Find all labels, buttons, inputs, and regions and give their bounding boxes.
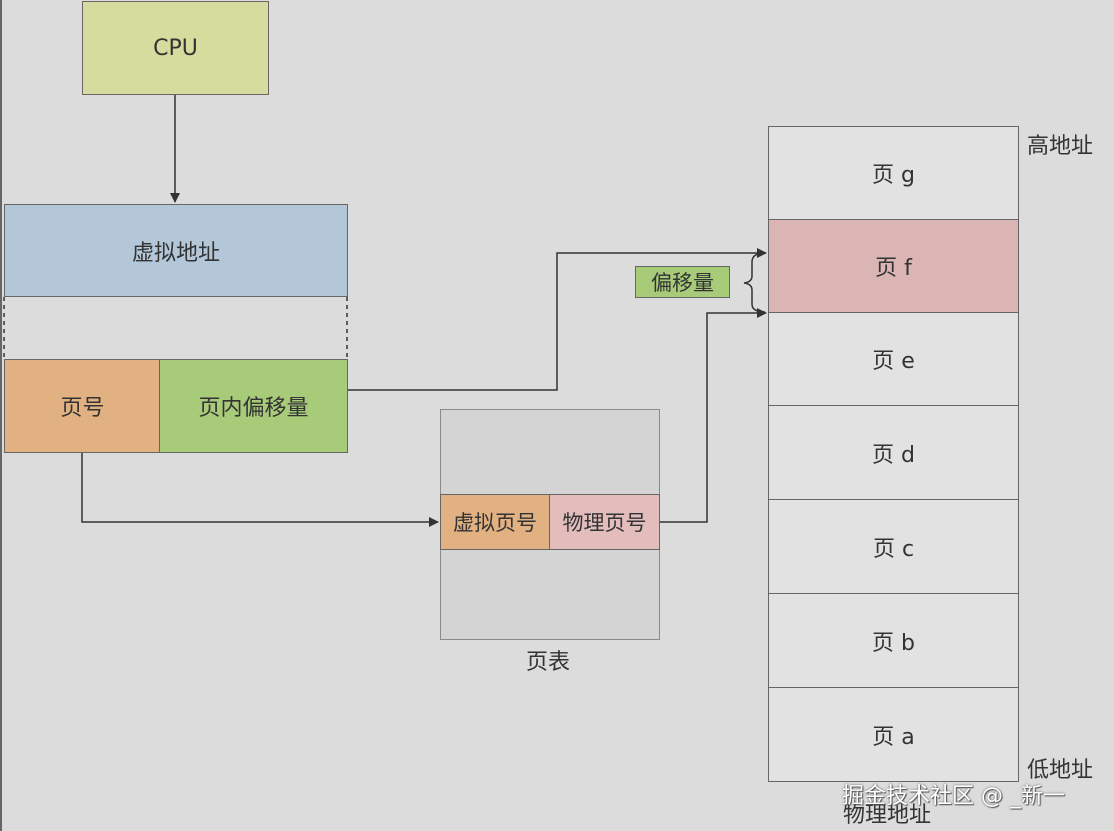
page-d-box: 页 d [768,405,1019,500]
high-address-label: 高地址 [1027,134,1094,159]
frame-edge [0,0,2,831]
page-offset-label: 页内偏移量 [198,396,309,421]
page-table-virtual-page-cell: 虚拟页号 [440,494,550,550]
watermark-text: 掘金技术社区 @ _新一 [842,784,1065,809]
page-number-label: 页号 [60,396,105,421]
page-a-box: 页 a [768,687,1019,782]
offset-tag-box: 偏移量 [635,266,730,298]
page-table-virtual-page-label: 虚拟页号 [453,511,537,535]
page-number-box: 页号 [4,359,161,453]
page-offset-box: 页内偏移量 [159,359,348,453]
page-table-physical-page-label: 物理页号 [562,511,647,535]
page-c-box: 页 c [768,499,1019,594]
virtual-address-box: 虚拟地址 [4,204,348,297]
physical-page-to-page-f-arrow [660,308,767,523]
page-d-label: 页 d [872,442,915,468]
cpu-box: CPU [82,1,269,95]
cpu-label: CPU [153,35,198,61]
virtual-address-label: 虚拟地址 [131,240,220,266]
offset-tag-label: 偏移量 [651,271,714,295]
page-table-physical-page-cell: 物理页号 [549,494,660,550]
offset-brace [743,252,766,313]
page-g-box: 页 g [768,126,1019,220]
page-b-box: 页 b [768,593,1019,688]
page-c-label: 页 c [872,536,915,562]
page-number-to-table-arrow [81,453,439,527]
page-table-caption: 页表 [526,650,571,675]
page-e-label: 页 e [872,349,915,374]
offset-to-page-f-arrow [348,248,767,391]
page-b-label: 页 b [872,630,915,656]
page-g-label: 页 g [872,163,915,188]
page-a-label: 页 a [872,724,915,750]
page-f-label: 页 f [875,256,912,281]
page-e-box: 页 e [768,312,1019,406]
physical-memory-caption: 物理地址 [843,803,932,828]
low-address-label: 低地址 [1027,758,1094,783]
